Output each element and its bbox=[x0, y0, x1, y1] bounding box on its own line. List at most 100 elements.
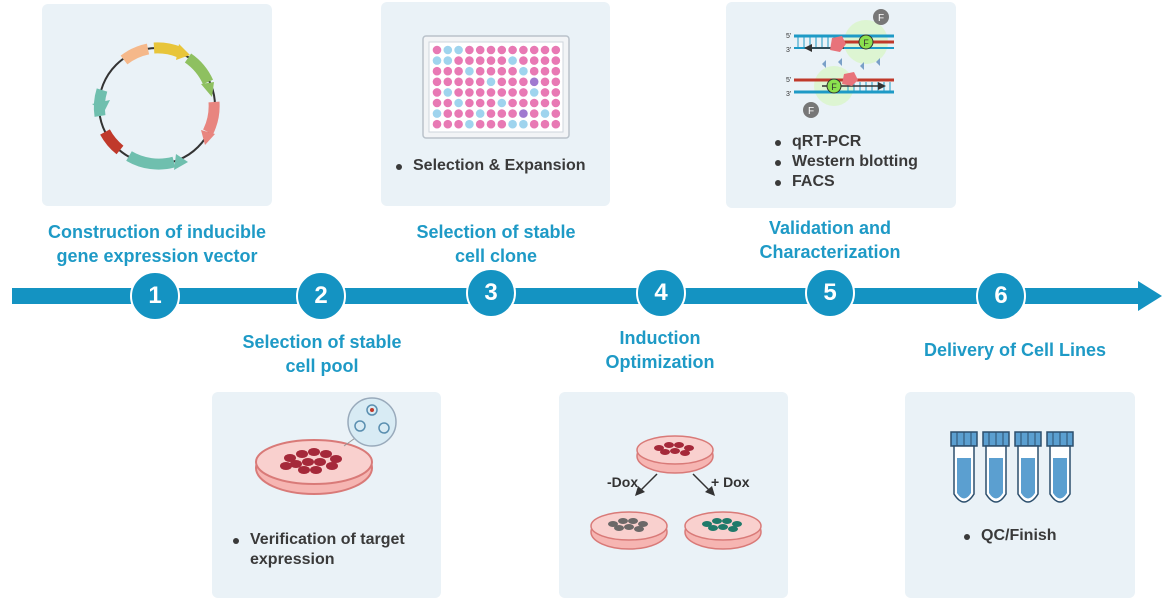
step-1-title: Construction of inducible gene expressio… bbox=[48, 222, 266, 266]
well bbox=[529, 77, 539, 87]
step-3-title: Selection of stable cell clone bbox=[416, 222, 576, 266]
well bbox=[432, 66, 442, 76]
well bbox=[454, 109, 463, 118]
step-6-card: QC/Finish bbox=[905, 392, 1135, 598]
well bbox=[519, 98, 528, 108]
well bbox=[497, 45, 507, 55]
qpcr-probe-icon: F F 5' 3' F F 5' 3' bbox=[786, 9, 894, 118]
step-4-circle: 4 bbox=[636, 268, 686, 318]
well bbox=[454, 98, 463, 108]
well bbox=[551, 109, 561, 118]
well bbox=[508, 77, 517, 87]
bullet-item: QC/Finish bbox=[961, 526, 1121, 546]
well bbox=[454, 45, 463, 55]
step-5-title: Validation and Characterization bbox=[759, 218, 901, 262]
well bbox=[465, 45, 474, 55]
well-plate-icon bbox=[422, 35, 570, 139]
well bbox=[519, 109, 528, 118]
well bbox=[432, 109, 442, 118]
well bbox=[465, 77, 474, 87]
five-prime-label: 5' bbox=[786, 77, 791, 84]
well bbox=[443, 66, 453, 76]
well bbox=[519, 77, 528, 87]
petri-dish-icon bbox=[255, 397, 397, 495]
well bbox=[443, 77, 453, 87]
well bbox=[551, 45, 561, 55]
step-3-circle: 3 bbox=[466, 268, 516, 318]
well bbox=[540, 56, 550, 65]
well bbox=[529, 66, 539, 76]
well bbox=[475, 45, 485, 55]
step-4-card: -Dox + Dox bbox=[559, 392, 788, 598]
three-prime-label: 3' bbox=[786, 91, 791, 98]
well bbox=[475, 88, 485, 97]
well bbox=[497, 77, 507, 87]
well bbox=[475, 119, 485, 129]
well bbox=[497, 56, 507, 65]
well bbox=[551, 98, 561, 108]
well bbox=[443, 98, 453, 108]
well bbox=[497, 109, 507, 118]
well bbox=[465, 88, 474, 97]
bullet-item: Western blotting bbox=[772, 152, 952, 172]
test-tube bbox=[982, 431, 1010, 503]
well bbox=[497, 119, 507, 129]
step-6-title: Delivery of Cell Lines bbox=[923, 340, 1107, 360]
well bbox=[486, 56, 496, 65]
well bbox=[529, 56, 539, 65]
step-4-title: Induction Optimization bbox=[605, 328, 715, 372]
well bbox=[454, 119, 463, 129]
well bbox=[443, 56, 453, 65]
fluor-label: F bbox=[878, 13, 884, 24]
step-1-card bbox=[42, 4, 272, 206]
well bbox=[529, 45, 539, 55]
step-3-card: Selection & Expansion bbox=[381, 2, 610, 206]
well bbox=[529, 88, 539, 97]
well bbox=[540, 88, 550, 97]
well bbox=[443, 88, 453, 97]
step-1-circle: 1 bbox=[130, 271, 180, 321]
step-6-bullets: QC/Finish bbox=[961, 526, 1121, 546]
well bbox=[454, 77, 463, 87]
well bbox=[540, 77, 550, 87]
well bbox=[486, 109, 496, 118]
well bbox=[529, 98, 539, 108]
step-3-bullets: Selection & Expansion bbox=[393, 156, 603, 176]
well bbox=[551, 77, 561, 87]
well bbox=[508, 66, 517, 76]
well bbox=[475, 56, 485, 65]
well bbox=[486, 66, 496, 76]
minus-dox-label: -Dox bbox=[607, 474, 638, 490]
well bbox=[551, 88, 561, 97]
dox-induction-icon: -Dox + Dox bbox=[590, 435, 762, 550]
fluor-label: F bbox=[831, 82, 837, 92]
well bbox=[519, 66, 528, 76]
well bbox=[519, 45, 528, 55]
well bbox=[486, 98, 496, 108]
well bbox=[497, 88, 507, 97]
step-5-circle: 5 bbox=[805, 268, 855, 318]
well bbox=[508, 98, 517, 108]
fluor-label: F bbox=[808, 106, 814, 117]
well bbox=[475, 66, 485, 76]
fluor-label: F bbox=[863, 38, 869, 48]
well bbox=[443, 119, 453, 129]
step-2-title: Selection of stable cell pool bbox=[242, 332, 402, 376]
well bbox=[432, 45, 442, 55]
test-tube bbox=[950, 431, 978, 503]
well bbox=[519, 88, 528, 97]
step-5-bullets: qRT-PCR Western blotting FACS bbox=[772, 132, 952, 192]
step-6-circle: 6 bbox=[976, 271, 1026, 321]
bullet-item: FACS bbox=[772, 172, 952, 192]
plus-dox-label: + Dox bbox=[711, 474, 750, 490]
three-prime-label: 3' bbox=[786, 47, 791, 54]
well bbox=[475, 77, 485, 87]
well bbox=[519, 56, 528, 65]
test-tube bbox=[1014, 431, 1042, 503]
well bbox=[497, 98, 507, 108]
well bbox=[508, 56, 517, 65]
well bbox=[465, 56, 474, 65]
well bbox=[465, 119, 474, 129]
well bbox=[540, 45, 550, 55]
